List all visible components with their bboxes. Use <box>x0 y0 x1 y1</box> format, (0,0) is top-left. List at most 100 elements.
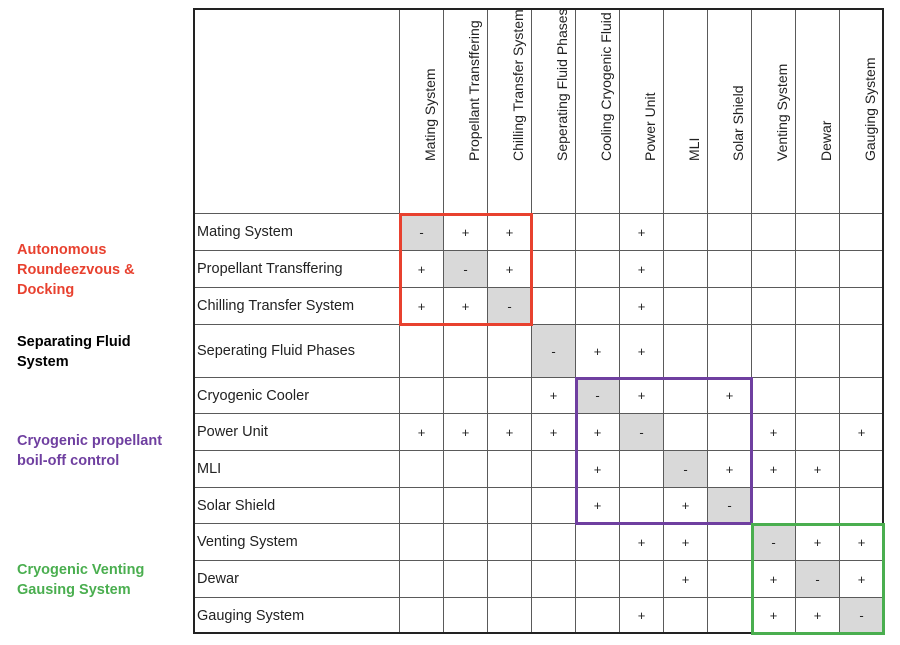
matrix-cell <box>532 251 576 288</box>
matrix-cell <box>400 488 444 524</box>
column-header-label: Venting System <box>773 63 790 161</box>
matrix-cell <box>444 561 488 598</box>
row-header: Dewar <box>193 561 400 598</box>
diagonal-cell: - <box>576 378 620 414</box>
matrix-cell <box>664 214 708 251</box>
diagonal-cell: - <box>840 598 884 634</box>
matrix-cell: + <box>620 288 664 325</box>
column-header: Dewar <box>796 8 840 214</box>
matrix-cell <box>840 214 884 251</box>
matrix-cell <box>752 288 796 325</box>
matrix-cell: + <box>796 598 840 634</box>
matrix-cell: + <box>400 251 444 288</box>
matrix-cell <box>488 561 532 598</box>
matrix-cell <box>400 451 444 488</box>
matrix-cell <box>708 561 752 598</box>
matrix-cell: + <box>576 325 620 378</box>
matrix-cell: + <box>620 598 664 634</box>
matrix-cell: + <box>796 451 840 488</box>
matrix-cell <box>752 488 796 524</box>
matrix-cell: + <box>620 251 664 288</box>
matrix-cell <box>488 451 532 488</box>
matrix-cell <box>488 325 532 378</box>
diagonal-cell: - <box>708 488 752 524</box>
column-header-label: Dewar <box>817 120 834 161</box>
row-header: Chilling Transfer System <box>193 288 400 325</box>
matrix-cell <box>488 524 532 561</box>
matrix-cell <box>620 561 664 598</box>
matrix-cell <box>840 251 884 288</box>
row-header: Venting System <box>193 524 400 561</box>
column-header: Mating System <box>400 8 444 214</box>
matrix-cell <box>576 214 620 251</box>
group-label-venting-gauging: Cryogenic Venting Gausing System <box>17 562 145 598</box>
matrix-cell <box>532 561 576 598</box>
matrix-cell <box>796 325 840 378</box>
matrix-cell <box>576 524 620 561</box>
matrix-cell <box>796 214 840 251</box>
matrix-cell <box>400 378 444 414</box>
matrix-cell <box>400 598 444 634</box>
matrix-cell <box>840 378 884 414</box>
matrix-cell <box>708 214 752 251</box>
matrix-cell <box>664 251 708 288</box>
matrix-cell <box>752 214 796 251</box>
diagonal-cell: - <box>488 288 532 325</box>
row-header: Solar Shield <box>193 488 400 524</box>
matrix-cell <box>532 288 576 325</box>
column-header: MLI <box>664 8 708 214</box>
matrix-cell <box>708 414 752 451</box>
matrix-cell <box>400 325 444 378</box>
matrix-cell <box>532 214 576 251</box>
matrix-cell: + <box>752 414 796 451</box>
matrix-cell <box>444 488 488 524</box>
matrix-cell: + <box>532 414 576 451</box>
matrix-cell <box>752 251 796 288</box>
matrix-cell <box>708 251 752 288</box>
matrix-cell: + <box>400 288 444 325</box>
column-header-label: Gauging System <box>861 57 878 162</box>
matrix-cell <box>664 288 708 325</box>
matrix-cell <box>444 325 488 378</box>
diagonal-cell: - <box>532 325 576 378</box>
column-header-label: Chilling Transfer System <box>509 9 526 161</box>
column-header-label: Mating System <box>421 68 438 161</box>
column-header: Chilling Transfer System <box>488 8 532 214</box>
matrix-cell <box>664 325 708 378</box>
column-header-label: Propellant Transffering <box>465 20 482 161</box>
matrix-cell <box>752 325 796 378</box>
matrix-cell: + <box>444 414 488 451</box>
matrix-cell: + <box>488 214 532 251</box>
column-header: Gauging System <box>840 8 884 214</box>
column-header-label: Solar Shield <box>729 85 746 162</box>
matrix-cell <box>708 524 752 561</box>
matrix-cell <box>400 561 444 598</box>
matrix-cell: + <box>532 378 576 414</box>
matrix-cell <box>796 251 840 288</box>
matrix-cell <box>576 598 620 634</box>
matrix-cell <box>752 378 796 414</box>
matrix-cell: + <box>752 451 796 488</box>
diagonal-cell: - <box>400 214 444 251</box>
diagonal-cell: - <box>620 414 664 451</box>
row-header: Propellant Transffering <box>193 251 400 288</box>
matrix-cell: + <box>620 524 664 561</box>
group-label-boil-off-control: Cryogenic propellant boil-off control <box>17 433 163 469</box>
matrix-cell <box>576 561 620 598</box>
matrix-cell: + <box>664 561 708 598</box>
matrix-cell <box>840 325 884 378</box>
matrix-cell: + <box>576 414 620 451</box>
matrix-cell <box>576 251 620 288</box>
matrix-cell <box>488 378 532 414</box>
column-header: Seperating Fluid Phases <box>532 8 576 214</box>
matrix-cell <box>532 598 576 634</box>
column-header-label: Cooling Cryogenic Fluid <box>597 12 614 161</box>
row-header: Cryogenic Cooler <box>193 378 400 414</box>
matrix-cell: + <box>840 414 884 451</box>
matrix-cell: + <box>620 378 664 414</box>
matrix-cell <box>664 378 708 414</box>
row-header: Power Unit <box>193 414 400 451</box>
row-header: Gauging System <box>193 598 400 634</box>
matrix-cell: + <box>488 414 532 451</box>
